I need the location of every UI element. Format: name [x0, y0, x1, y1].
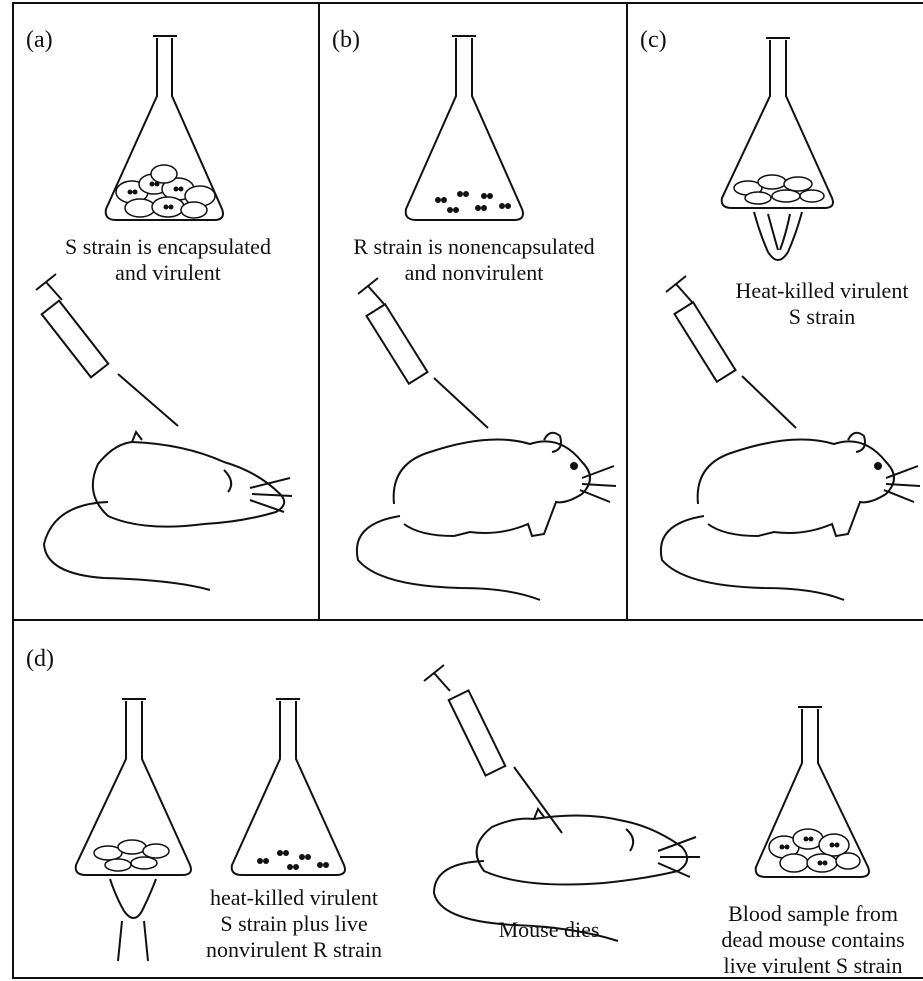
caption-line: and nonvirulent — [320, 260, 628, 286]
panel-d: (d) — [12, 619, 923, 979]
caption-line: S strain — [712, 304, 923, 330]
caption-line: dead mouse contains — [698, 927, 923, 953]
caption-line: S strain plus live — [194, 911, 394, 937]
bacteria-dots-icon — [257, 850, 329, 870]
panel-a-caption: S strain is encapsulated and virulent — [24, 234, 312, 286]
burner-flame-icon — [110, 879, 156, 961]
syringe-icon — [424, 665, 562, 833]
heat-killed-cells-icon — [94, 840, 169, 871]
caption-line: Blood sample from — [698, 901, 923, 927]
panel-c-caption: Heat-killed virulent S strain — [712, 278, 923, 330]
caption-line: R strain is nonencapsulated — [320, 234, 628, 260]
caption-line: Heat-killed virulent — [712, 278, 923, 304]
syringe-icon — [358, 278, 488, 428]
panel-a: (a) S strai — [12, 2, 320, 621]
panel-b: (b) R strain is nonencapsulated — [318, 2, 628, 621]
caption-line: nonvirulent R strain — [194, 937, 394, 963]
syringe-icon — [36, 274, 178, 426]
encapsulated-cells-icon — [769, 829, 860, 872]
mix-caption: heat-killed virulent S strain plus live … — [194, 885, 394, 963]
mouse-alive-icon — [661, 433, 920, 600]
flask-icon — [232, 699, 345, 875]
caption-line: and virulent — [24, 260, 312, 286]
panel-b-caption: R strain is nonencapsulated and nonvirul… — [320, 234, 628, 286]
bacteria-dots-icon — [435, 191, 511, 213]
mouse-dead-icon — [44, 432, 292, 590]
heat-killed-cells-icon — [734, 175, 824, 204]
panel-b-illustration — [320, 4, 630, 623]
caption-line: heat-killed virulent — [194, 885, 394, 911]
caption-line: S strain is encapsulated — [24, 234, 312, 260]
mouse-alive-icon — [357, 433, 616, 600]
panel-a-illustration — [14, 4, 322, 623]
blood-sample-caption: Blood sample from dead mouse contains li… — [698, 901, 923, 979]
panel-c: (c) Heat-killed virulent S s — [626, 2, 923, 621]
caption-line: live virulent S strain — [698, 953, 923, 979]
burner-flame-icon — [754, 212, 802, 260]
mouse-dies-caption: Mouse dies — [464, 917, 634, 943]
